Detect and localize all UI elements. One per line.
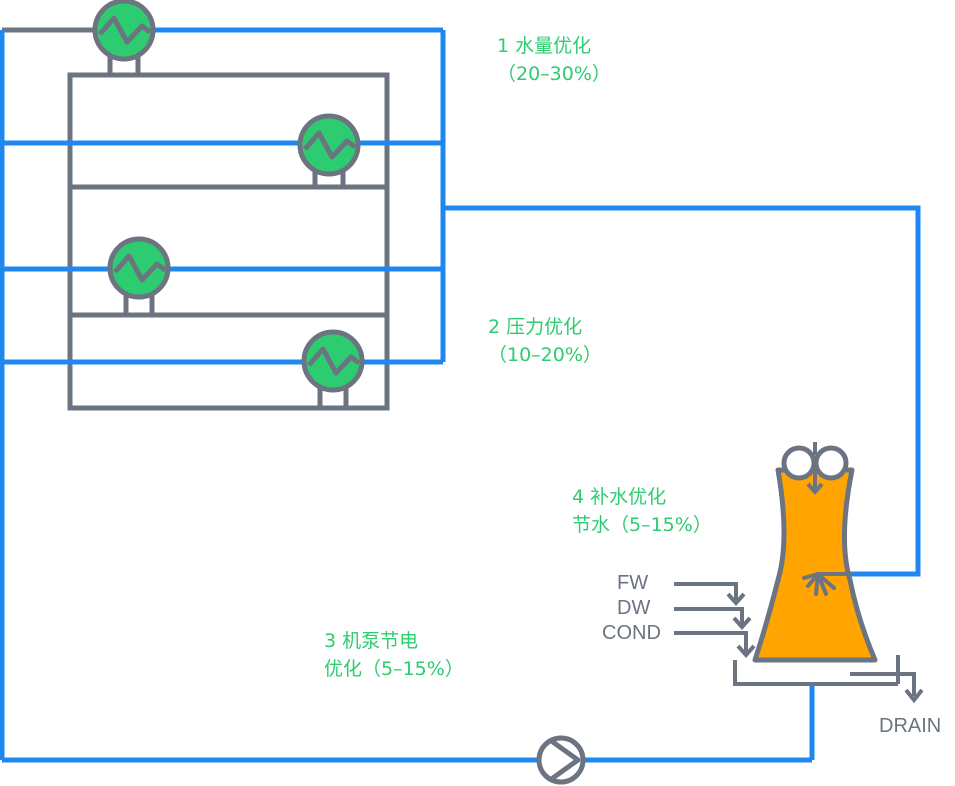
fan-icon [781,442,849,496]
label-opt1-line1: 1 水量优化 [497,35,592,57]
label-opt3-line1: 3 机泵节电 [324,630,419,652]
label-opt3-line2: 优化（5–15%） [324,658,464,680]
label-fw: FW [617,572,649,594]
label-opt1-line2: （20–30%） [497,63,611,85]
label-opt4-line2: 节水（5–15%） [572,514,712,536]
label-opt2-line2: （10–20%） [488,344,602,366]
label-drain: DRAIN [879,715,942,737]
label-opt4-line1: 4 补水优化 [572,486,667,508]
circulating-water-pipes [0,27,921,763]
label-dw: DW [617,597,651,619]
label-opt2-line1: 2 压力优化 [488,316,583,338]
pump-icon [536,735,586,785]
heat-exchanger-icon [107,236,171,315]
label-cond: COND [602,622,661,644]
heat-exchanger-icon [297,113,361,187]
heat-exchanger-icon [301,329,365,408]
label-opt4: 4 补水优化 节水（5–15%） [572,483,712,539]
heat-exchanger-icon [92,0,156,75]
equipment-frame [2,27,390,411]
makeup-water-lines [674,582,756,659]
label-opt3: 3 机泵节电 优化（5–15%） [324,627,464,683]
label-opt2: 2 压力优化 （10–20%） [488,313,602,369]
label-opt1: 1 水量优化 （20–30%） [497,32,611,88]
cooling-tower-icon [733,442,924,704]
